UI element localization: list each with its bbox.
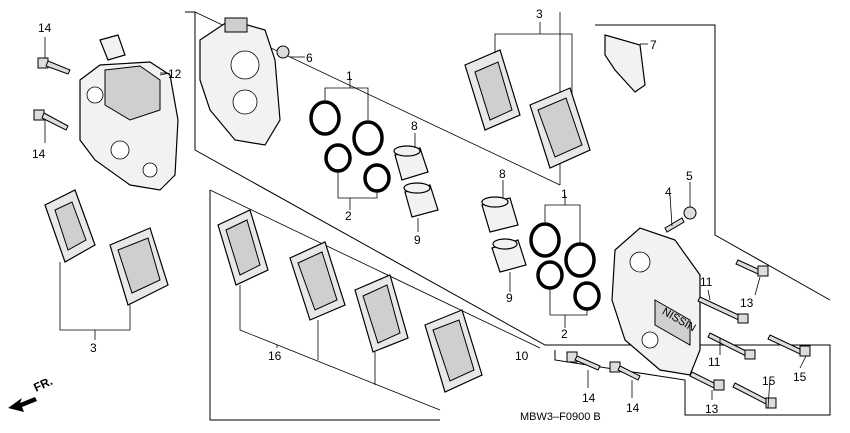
- seal-set-upper-2: [324, 143, 391, 193]
- callout-8-upper: 8: [411, 119, 418, 133]
- callout-1-upper: 1: [346, 69, 353, 83]
- bolt-13-upper: [735, 259, 769, 277]
- callout-11-lower: 11: [708, 355, 721, 369]
- bolt-13-lower: [689, 371, 725, 391]
- pad-pin-11-upper: [697, 296, 749, 324]
- bleeder-6: [276, 45, 290, 59]
- bolt-14-lower-left: [33, 109, 69, 131]
- callout-11-upper: 11: [700, 275, 713, 289]
- callout-10: 10: [515, 349, 529, 363]
- callout-1-lower: 1: [561, 187, 568, 201]
- piston-upper-8: [393, 145, 429, 181]
- callout-12: 12: [168, 67, 182, 81]
- center-caliper-assembly: [199, 17, 281, 146]
- bleeder-cap-5: [683, 206, 697, 220]
- right-group-frame: [595, 24, 831, 301]
- bleeder-4: [664, 217, 685, 233]
- pad-frame-diagonal: [209, 189, 541, 349]
- callout-2-lower: 2: [561, 327, 568, 341]
- callout-5: 5: [686, 169, 693, 183]
- bolt-14-upper-left: [37, 57, 71, 75]
- diagram-code: MBW3–F0900 B: [520, 411, 601, 423]
- bolt-15-lower: [732, 382, 777, 409]
- callout-9-lower: 9: [506, 291, 513, 305]
- callout-4: 4: [665, 185, 672, 199]
- front-direction-indicator: FR.: [8, 374, 55, 412]
- bolt-14-lower-right: [609, 361, 641, 381]
- callout-3-left: 3: [90, 341, 97, 355]
- callout-14-lower-left: 14: [32, 147, 46, 161]
- piston-upper-9: [403, 182, 439, 218]
- callout-8-lower: 8: [499, 167, 506, 181]
- arrow-left-icon: [8, 397, 37, 412]
- left-caliper-assembly: [79, 34, 179, 191]
- callout-13-lower: 13: [705, 402, 719, 416]
- right-caliper-assembly: NISSIN: [611, 227, 701, 376]
- piston-lower-9: [491, 238, 527, 273]
- callout-9-upper: 9: [414, 233, 421, 247]
- callout-14-upper-left: 14: [38, 21, 52, 35]
- callout-14-lower-center: 14: [582, 391, 596, 405]
- callout-7: 7: [650, 38, 657, 52]
- bolt-14-lower-center: [566, 351, 601, 371]
- leader-lines: [44, 22, 807, 411]
- callout-15-lower: 15: [762, 374, 776, 388]
- pad-pin-11-lower: [707, 332, 756, 360]
- callout-3-top: 3: [536, 7, 543, 21]
- callout-6: 6: [306, 51, 313, 65]
- pad-spring-7: [604, 34, 646, 93]
- seal-set-upper-1: [309, 100, 384, 156]
- callout-15-upper: 15: [793, 370, 807, 384]
- left-pad-pair: [44, 189, 169, 306]
- callout-14-lower-right: 14: [626, 401, 640, 415]
- piston-lower-8: [481, 196, 519, 233]
- front-label: FR.: [31, 374, 54, 395]
- callout-13-upper: 13: [740, 296, 754, 310]
- upper-pad-pair: [464, 49, 591, 169]
- callout-16: 16: [268, 349, 282, 363]
- pad-set-16: [217, 209, 483, 393]
- callout-2-upper: 2: [345, 209, 352, 223]
- pad-group-frame: [209, 190, 440, 421]
- bolt-15-upper: [767, 334, 811, 357]
